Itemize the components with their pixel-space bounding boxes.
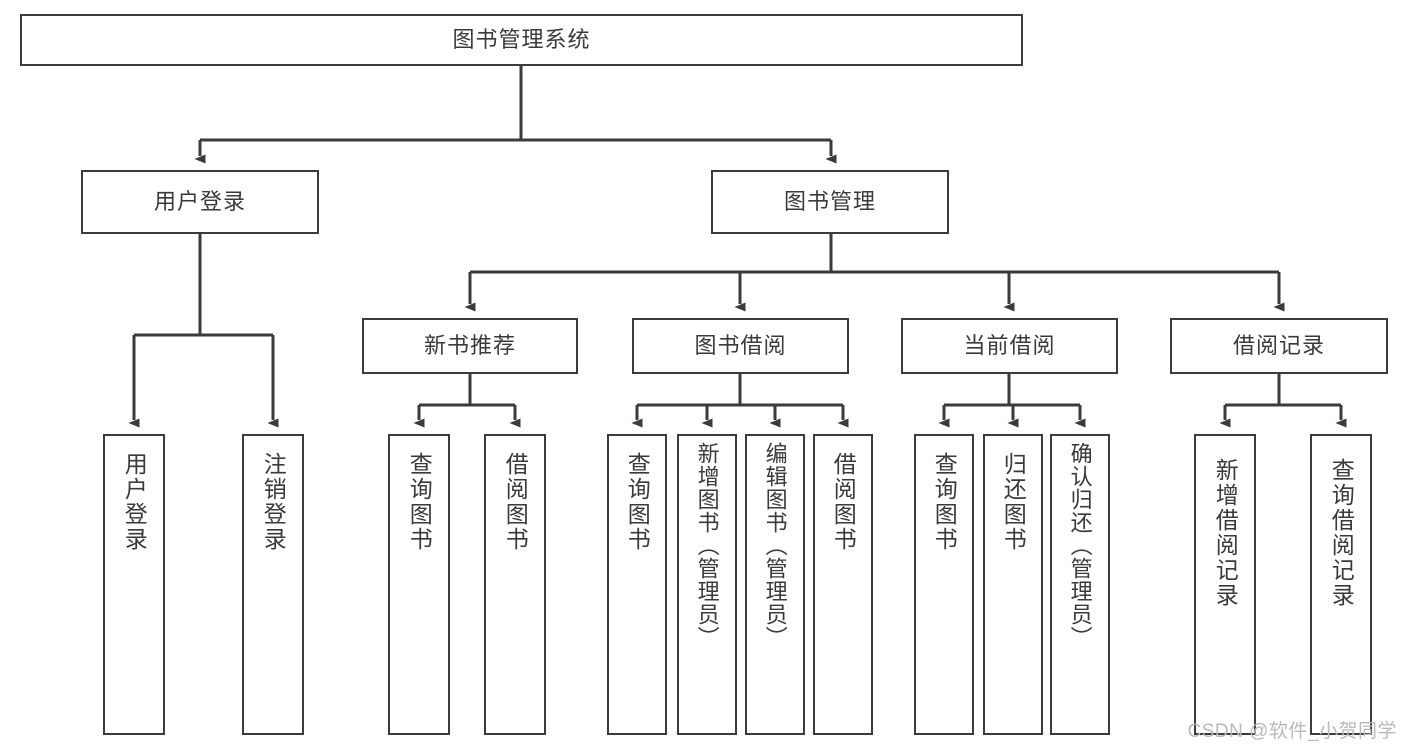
- node-leaf-return-book-label: 归还图书: [1000, 452, 1027, 552]
- node-leaf-borrow-book-1[interactable]: 借阅图书: [484, 434, 546, 735]
- node-user-login[interactable]: 用户登录: [81, 170, 319, 234]
- node-current-borrow[interactable]: 当前借阅: [901, 318, 1118, 374]
- node-leaf-user-logout[interactable]: 注销登录: [242, 434, 304, 735]
- node-leaf-confirm-return[interactable]: 确认归还（管理员）: [1050, 434, 1110, 735]
- node-leaf-add-record-label: 新增借阅记录: [1212, 458, 1239, 608]
- node-current-borrow-label: 当前借阅: [963, 332, 1056, 358]
- node-leaf-user-login[interactable]: 用户登录: [103, 434, 165, 735]
- node-leaf-borrow-book-2[interactable]: 借阅图书: [813, 434, 873, 735]
- node-leaf-add-book[interactable]: 新增图书（管理员）: [677, 434, 737, 735]
- node-borrow-record-label: 借阅记录: [1232, 332, 1325, 358]
- node-leaf-borrow-book-1-label: 借阅图书: [502, 452, 529, 552]
- node-leaf-borrow-book-2-label: 借阅图书: [830, 452, 857, 552]
- node-leaf-query-book-3[interactable]: 查询图书: [914, 434, 974, 735]
- node-new-book-rec-label: 新书推荐: [423, 332, 516, 358]
- node-new-book-rec[interactable]: 新书推荐: [362, 318, 578, 374]
- node-root[interactable]: 图书管理系统: [20, 14, 1023, 66]
- node-leaf-confirm-return-label: 确认归还（管理员）: [1067, 442, 1093, 649]
- node-leaf-return-book[interactable]: 归还图书: [983, 434, 1043, 735]
- node-leaf-query-record[interactable]: 查询借阅记录: [1310, 434, 1372, 735]
- node-user-login-label: 用户登录: [153, 188, 246, 214]
- node-book-manage[interactable]: 图书管理: [711, 170, 949, 234]
- node-book-borrow-label: 图书借阅: [694, 332, 787, 358]
- node-leaf-query-book-2-label: 查询图书: [624, 452, 651, 552]
- node-leaf-user-logout-label: 注销登录: [260, 452, 287, 552]
- node-leaf-add-record[interactable]: 新增借阅记录: [1194, 434, 1256, 735]
- node-leaf-query-book-2[interactable]: 查询图书: [607, 434, 667, 735]
- node-leaf-query-book-1[interactable]: 查询图书: [388, 434, 450, 735]
- node-leaf-query-record-label: 查询借阅记录: [1328, 458, 1355, 608]
- node-leaf-edit-book-label: 编辑图书（管理员）: [762, 442, 788, 649]
- node-root-label: 图书管理系统: [452, 26, 591, 52]
- node-leaf-query-book-1-label: 查询图书: [406, 452, 433, 552]
- node-leaf-user-login-label: 用户登录: [121, 452, 148, 552]
- node-book-manage-label: 图书管理: [783, 188, 876, 214]
- node-borrow-record[interactable]: 借阅记录: [1170, 318, 1388, 374]
- node-leaf-add-book-label: 新增图书（管理员）: [694, 442, 720, 649]
- node-leaf-query-book-3-label: 查询图书: [931, 452, 958, 552]
- node-book-borrow[interactable]: 图书借阅: [632, 318, 849, 374]
- node-leaf-edit-book[interactable]: 编辑图书（管理员）: [745, 434, 805, 735]
